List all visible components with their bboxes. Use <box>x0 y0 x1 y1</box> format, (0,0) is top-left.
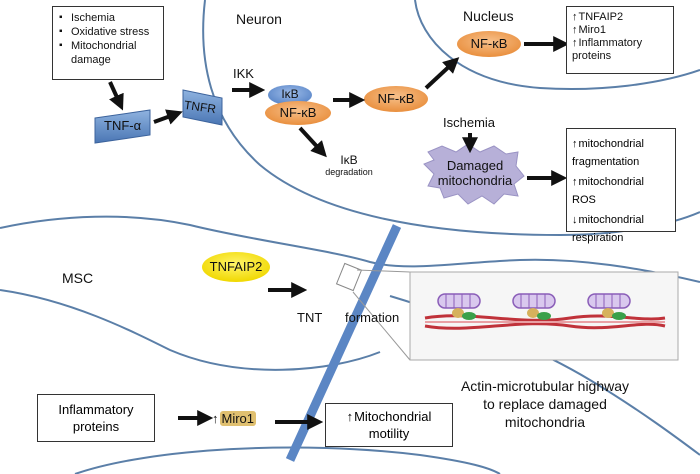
msc-label: MSC <box>62 270 94 286</box>
nfkb-complex-label: NF-κB <box>279 105 317 120</box>
nucleus-outcomes-list: TNFAIP2 Miro1 Inflammatory proteins <box>572 11 668 63</box>
mito-outcome-3: mitochondrial respiration <box>572 210 670 246</box>
stress-list: Ischemia Oxidative stress Mitochondrial … <box>57 11 159 67</box>
formation-label: formation <box>345 310 400 325</box>
zoom-line-bottom <box>352 291 411 361</box>
stress-box: Ischemia Oxidative stress Mitochondrial … <box>52 6 164 80</box>
ikb-degradation-label: IκB degradation <box>314 153 384 177</box>
stress-item: Ischemia <box>57 11 159 25</box>
nucleus-membrane <box>414 0 700 91</box>
stress-item: Oxidative stress <box>57 25 159 39</box>
outcome-item: TNFAIP2 <box>572 11 668 24</box>
motility-box: Mitochondrial motility <box>325 403 453 447</box>
mito-outcome-2-text: mitochondrial ROS <box>572 176 644 206</box>
ischemia-label: Ischemia <box>443 115 496 130</box>
mito-outcome-1-text: mitochondrial fragmentation <box>572 138 644 168</box>
inflammatory-line2: proteins <box>72 419 120 434</box>
miro1-group: Miro1 <box>212 411 257 426</box>
outcome-item: Miro1 <box>572 24 668 37</box>
miro1-label: Miro1 <box>219 411 257 426</box>
arrows <box>108 36 570 430</box>
damaged-mito-line1: Damaged <box>446 158 504 173</box>
mito-cargo-2 <box>512 293 556 320</box>
bottom-cell-membrane <box>74 446 501 474</box>
damaged-mito-line2: mitochondria <box>437 173 513 188</box>
motility-line1: Mitochondrial <box>326 408 452 425</box>
nucleus-outcomes-box: TNFAIP2 Miro1 Inflammatory proteins <box>566 6 674 74</box>
tnt-zoom-square <box>335 262 363 292</box>
down-arrow-icon <box>572 214 579 226</box>
nfkb-nucleus-label: NF-κB <box>470 36 508 51</box>
mito-cargo-1 <box>437 293 481 320</box>
ikb-degradation-line1: IκB <box>340 153 358 167</box>
outcome-item: Inflammatory proteins <box>572 37 662 63</box>
mito-outcome-2: mitochondrial ROS <box>572 172 670 208</box>
tnfr-shape <box>182 89 223 126</box>
tnf-alpha-shape <box>94 109 151 144</box>
mito-cargo-3 <box>587 293 631 320</box>
arrow-free-to-nucleus <box>424 57 460 90</box>
ikb-ellipse <box>268 85 312 105</box>
mito-outcomes-box: mitochondrial fragmentation mitochondria… <box>566 128 676 244</box>
neuron-label: Neuron <box>236 11 282 27</box>
nfkb-free-label: NF-κB <box>377 91 415 106</box>
msc-left-membrane <box>0 289 381 371</box>
tnfaip2-ellipse <box>202 252 270 282</box>
mito-outcome-1: mitochondrial fragmentation <box>572 134 670 170</box>
damaged-mito-shape <box>423 143 525 205</box>
motility-line1-text: Mitochondrial <box>354 409 432 424</box>
nucleus-label: Nucleus <box>463 8 514 24</box>
highway-caption-line3: mitochondria <box>504 414 586 430</box>
nfkb-complex-ellipse <box>265 101 331 125</box>
up-arrow-icon <box>347 409 355 424</box>
ikb-label: IκB <box>281 87 299 101</box>
ikb-degradation-line2: degradation <box>325 167 373 177</box>
tnf-alpha-label: TNF-α <box>104 118 142 133</box>
mito-outcome-3-text: mitochondrial respiration <box>572 214 644 244</box>
up-arrow-icon <box>212 411 220 426</box>
nfkb-nucleus-ellipse <box>457 31 521 57</box>
arrow-stress-to-tnf <box>108 81 124 111</box>
tnt-label: TNT <box>297 310 323 325</box>
actin-microtubule-illustration <box>424 293 666 330</box>
highway-caption: Actin-microtubular highway to replace da… <box>420 377 670 431</box>
inflammatory-line1: Inflammatory <box>58 402 134 417</box>
motility-line2: motility <box>368 426 410 441</box>
msc-membrane-upper <box>0 215 700 283</box>
nfkb-free-ellipse <box>364 86 428 112</box>
up-arrow-icon <box>572 176 579 188</box>
highway-caption-line2: to replace damaged <box>483 396 607 412</box>
arrow-to-degradation <box>298 126 327 158</box>
stress-item: Mitochondrial damage <box>57 39 161 67</box>
up-arrow-icon <box>572 138 579 150</box>
tnfaip2-msc-label: TNFAIP2 <box>209 259 263 274</box>
damaged-mito-label: Damaged mitochondria <box>428 158 522 188</box>
highway-caption-line1: Actin-microtubular highway <box>460 378 630 394</box>
arrow-tnf-to-tnfr <box>153 109 183 125</box>
ikk-label: IKK <box>233 66 254 81</box>
inflammatory-box: Inflammatory proteins <box>37 394 155 442</box>
zoom-line-top <box>356 269 411 273</box>
